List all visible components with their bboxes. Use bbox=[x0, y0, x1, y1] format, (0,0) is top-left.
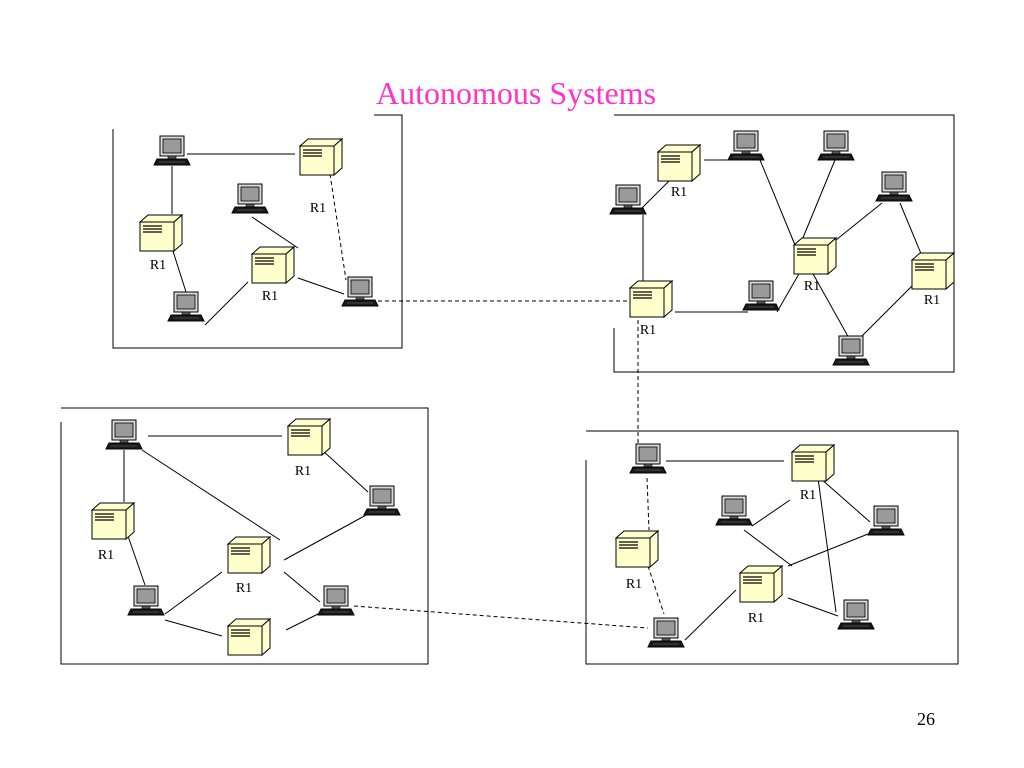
computer-icon bbox=[341, 276, 379, 307]
inter-as-links bbox=[353, 300, 649, 629]
router-icon bbox=[911, 252, 955, 290]
router-label: R1 bbox=[295, 464, 311, 479]
router-label: R1 bbox=[236, 581, 252, 596]
router-label: R1 bbox=[924, 293, 940, 308]
computer-icon bbox=[127, 585, 165, 616]
computer-icon bbox=[715, 495, 753, 526]
router-icon bbox=[657, 144, 701, 182]
router-label: R1 bbox=[800, 488, 816, 503]
computer-icon bbox=[875, 171, 913, 202]
router-label: R1 bbox=[150, 258, 166, 273]
computer-icon bbox=[105, 419, 143, 450]
computer-icon bbox=[363, 485, 401, 516]
slide-title: Autonomous Systems bbox=[376, 75, 656, 111]
router-label: R1 bbox=[748, 611, 764, 626]
router-icon bbox=[299, 138, 343, 176]
computer-icon bbox=[317, 585, 355, 616]
computer-icon bbox=[742, 280, 780, 311]
router-icon bbox=[287, 418, 331, 456]
router-icon bbox=[139, 214, 183, 252]
router-icon bbox=[739, 565, 783, 603]
computer-icon bbox=[609, 184, 647, 215]
computer-icon bbox=[153, 135, 191, 166]
computer-icon bbox=[727, 130, 765, 161]
router-label: R1 bbox=[310, 201, 326, 216]
computer-icon bbox=[837, 599, 875, 630]
page-number: 26 bbox=[917, 709, 935, 729]
autonomous-system-top-left: R1 R1 R1 bbox=[112, 114, 403, 349]
computer-icon bbox=[231, 183, 269, 214]
computer-icon bbox=[647, 617, 685, 648]
router-label: R1 bbox=[262, 289, 278, 304]
router-label: R1 bbox=[626, 577, 642, 592]
autonomous-system-top-right: R1 R1 R1 R1 bbox=[609, 114, 955, 373]
autonomous-system-bottom-left: R1 R1 R1 bbox=[60, 407, 429, 665]
computer-icon bbox=[629, 443, 667, 474]
router-label: R1 bbox=[804, 279, 820, 294]
router-icon bbox=[227, 618, 271, 656]
router-label: R1 bbox=[640, 323, 656, 338]
router-icon bbox=[615, 530, 659, 568]
router-icon bbox=[629, 280, 673, 318]
computer-icon bbox=[832, 335, 870, 366]
router-label: R1 bbox=[671, 185, 687, 200]
router-icon bbox=[251, 246, 295, 284]
router-label: R1 bbox=[98, 548, 114, 563]
computer-icon bbox=[817, 130, 855, 161]
router-icon bbox=[227, 536, 271, 574]
router-icon bbox=[793, 237, 837, 275]
computer-icon bbox=[167, 291, 205, 322]
autonomous-system-bottom-right: R1 R1 R1 bbox=[585, 430, 959, 665]
computer-icon bbox=[867, 505, 905, 536]
router-icon bbox=[791, 444, 835, 482]
router-icon bbox=[91, 502, 135, 540]
